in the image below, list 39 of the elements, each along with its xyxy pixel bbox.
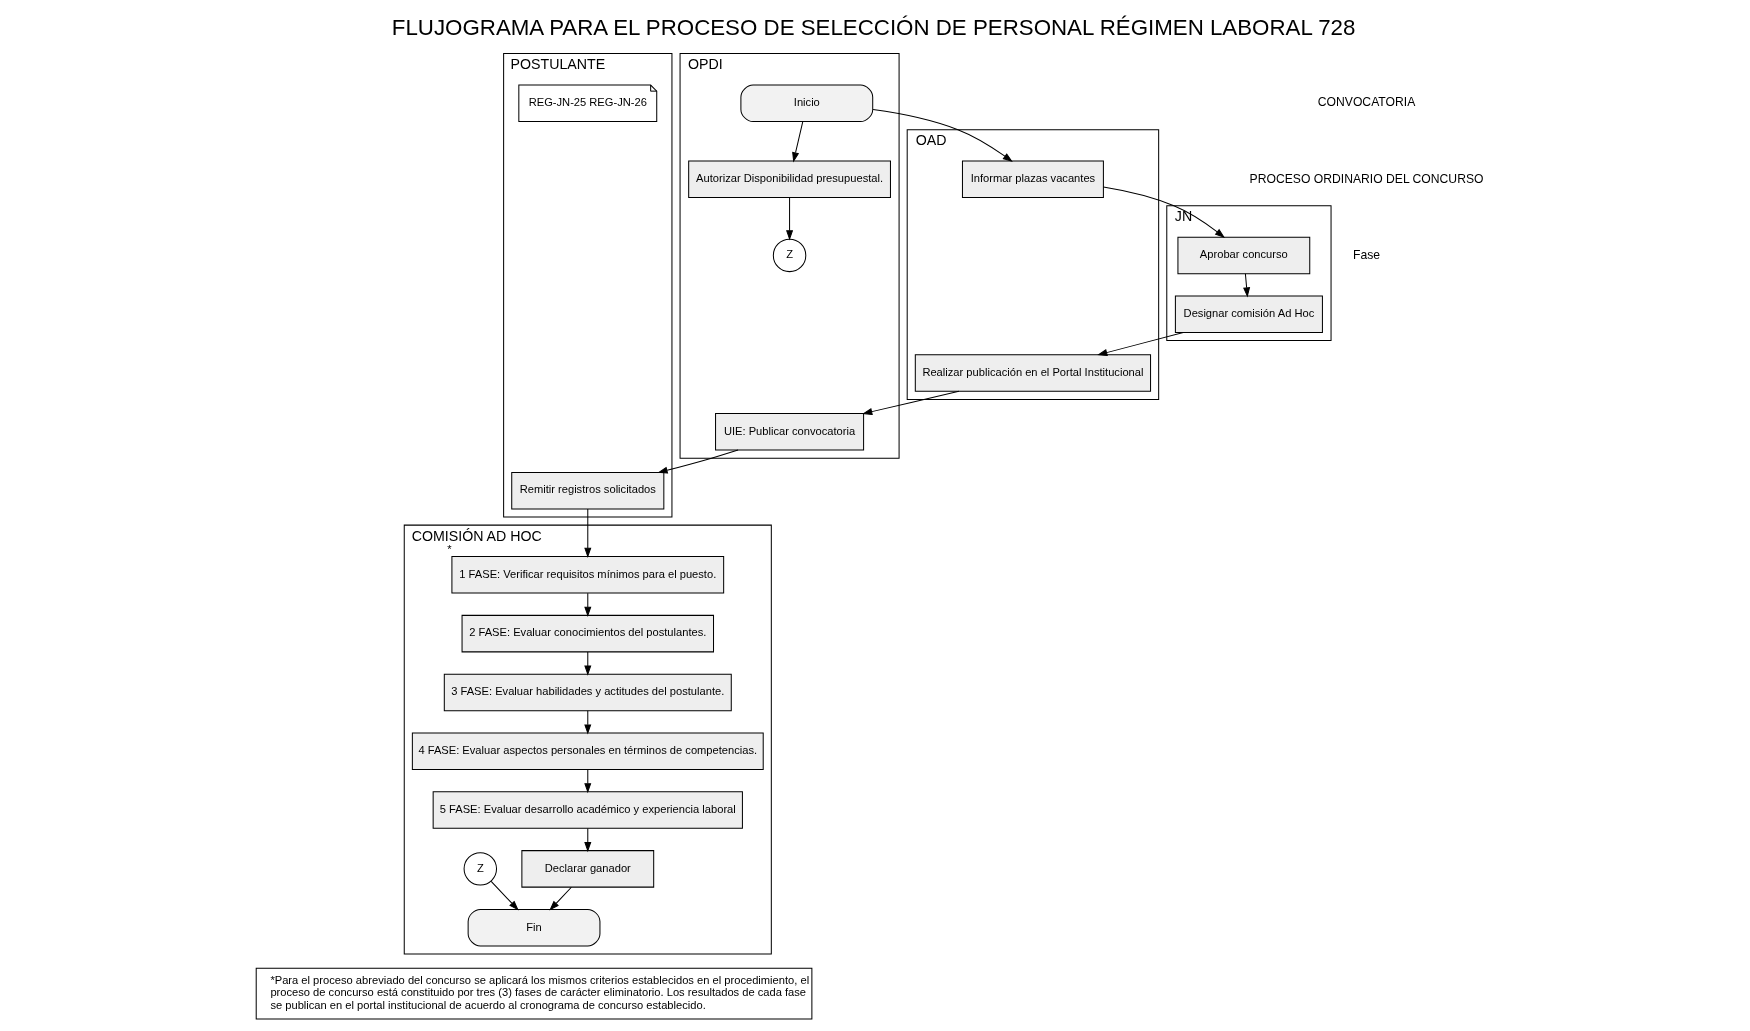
node-box: 1 FASE: Verificar requisitos mínimos para el puesto. (451, 555, 725, 594)
arrow (1102, 186, 1225, 238)
node-box: Designar comisión Ad Hoc (1174, 294, 1323, 333)
arrow (490, 880, 519, 910)
arrow (584, 768, 592, 793)
label: PROCESO ORDINARIO DEL CONCURSO (1249, 171, 1484, 185)
label: CONVOCATORIA (1317, 94, 1416, 109)
node-box: Informar plazas vacantes (961, 160, 1104, 198)
node-box: Inicio (740, 84, 874, 122)
node-box: Declarar ganador (521, 849, 655, 888)
arrow (657, 449, 739, 474)
node-box: 4 FASE: Evaluar aspectos personales en términos de competencias. (411, 732, 764, 770)
node-label: * (447, 542, 452, 555)
arrow (786, 196, 794, 240)
node-box: Aprobar concurso (1177, 236, 1311, 274)
node-box: Remitir registros solicitados (511, 471, 665, 509)
diagram-title: FLUJOGRAMA PARA EL PROCESO DE SELECCIÓN DE PERSONAL RÉGIMEN LABORAL 728 (391, 14, 1356, 40)
arrow (584, 508, 592, 558)
node-box: 5 FASE: Evaluar desarrollo académico y experiencia laboral (432, 790, 743, 829)
arrow (584, 651, 592, 676)
arrow (792, 120, 804, 162)
arrow (584, 592, 592, 617)
label: Fase (1353, 247, 1381, 262)
node-box: UIE: Publicar convocatoria (715, 412, 865, 451)
arrow (549, 886, 572, 911)
node-circle: Z (772, 238, 807, 272)
arrow (584, 709, 592, 735)
node-box: Autorizar Disponibilidad presupuestal. (688, 160, 891, 198)
caption: *Para el proceso abreviado del concurso se aplicará los mismos criterios establecidos en el procedimiento, el proceso de concurso está constituido por tres (3) fases de carácter eliminatorio. Los resultados de cada fase se publican en el portal institucional de acuerdo al cronograma de concurso establecido. (270, 973, 810, 1011)
node-box: 3 FASE: Evaluar habilidades y actitudes del postulante. (443, 673, 732, 711)
arrow (584, 827, 592, 852)
node-box: Fin (467, 908, 601, 946)
node-box: Realizar publicación en el Portal Institucional (914, 353, 1152, 392)
node-box: 2 FASE: Evaluar conocimientos del postulantes. (461, 614, 715, 652)
arrow (872, 108, 1013, 162)
arrow (1097, 331, 1184, 356)
arrow (862, 390, 960, 415)
node-circle: Z (463, 851, 498, 886)
arrow (1243, 272, 1251, 297)
